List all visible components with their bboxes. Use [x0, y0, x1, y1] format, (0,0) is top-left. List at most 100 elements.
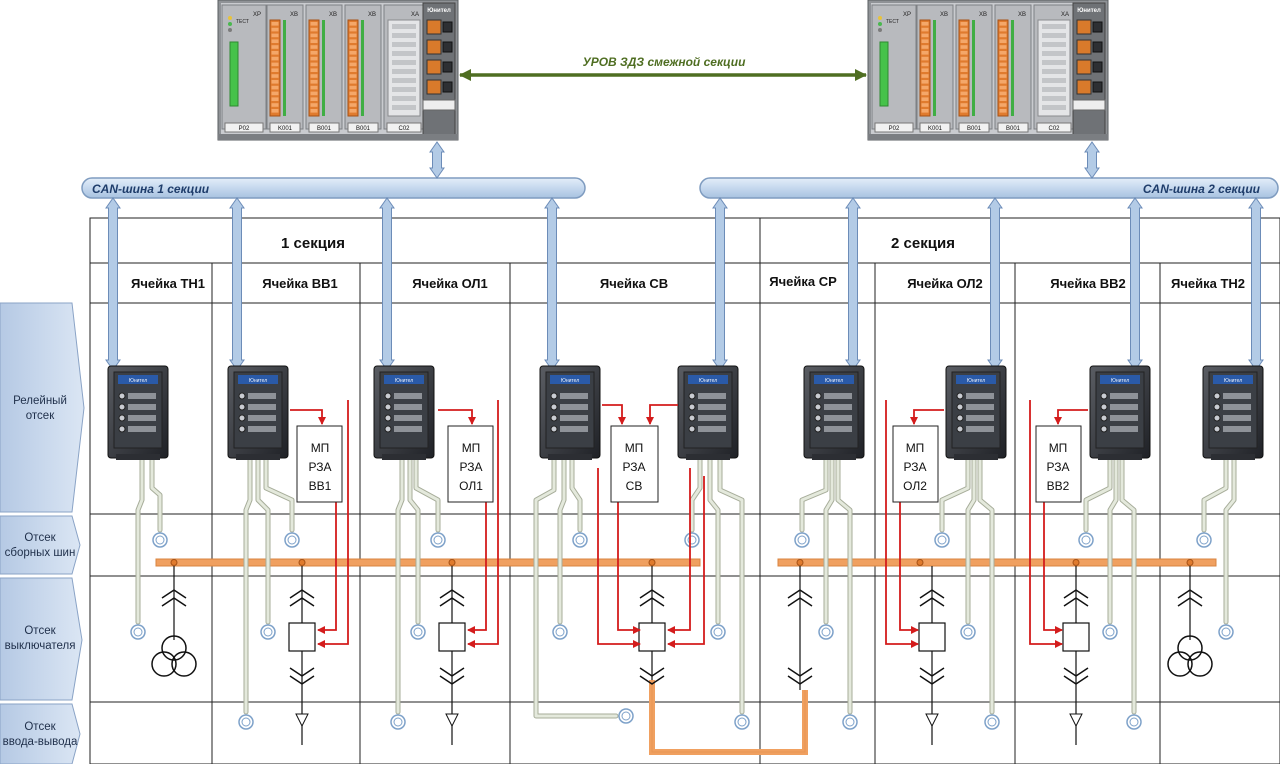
link-arrow: УРОВ ЗДЗ смежной секции	[459, 55, 867, 81]
rack-port	[442, 41, 453, 53]
busbar-tap	[648, 559, 656, 566]
current-transformer-inner	[937, 535, 947, 545]
bus-drop-arrow	[845, 197, 861, 371]
terminal-base	[236, 454, 280, 460]
drive-box-vv1: МП РЗА ВВ1	[296, 425, 343, 503]
terminal-display	[238, 375, 278, 384]
disconnector-chevron	[919, 589, 945, 599]
link-label: УРОВ ЗДЗ смежной секции	[583, 55, 747, 69]
terminal-button	[1213, 425, 1221, 433]
current-transformer-inner	[845, 717, 855, 727]
rack-led	[228, 16, 232, 20]
rack-terminal	[921, 97, 929, 101]
terminal-base	[548, 454, 592, 460]
rack-terminal	[921, 80, 929, 84]
rack-port	[442, 61, 453, 73]
current-transformer-inner	[555, 627, 565, 637]
svg-text:ВВ2: ВВ2	[1047, 479, 1070, 493]
terminal-label-plate	[966, 415, 994, 421]
rack-led-bar	[283, 20, 286, 116]
compartment-io-line2: ввода-вывода	[3, 736, 78, 748]
rack-terminal-strip	[308, 19, 320, 117]
rack-slot-label: XB	[940, 12, 948, 18]
rack-slot-plate	[997, 122, 1029, 133]
rack-xa-terminal	[1042, 69, 1066, 74]
terminal-label-plate	[966, 404, 994, 410]
rack-terminal	[999, 91, 1007, 96]
terminal-button	[118, 425, 126, 433]
rack-terminal-strip	[269, 19, 281, 117]
drive-boxes: МП РЗА ВВ1 МП РЗА ОЛ1 МП РЗА СВ МП РЗА О…	[296, 425, 1082, 503]
rack-terminal	[310, 80, 318, 84]
rack-slot-bottom-label: P02	[889, 126, 900, 132]
disconnector-chevron	[289, 675, 315, 685]
disconnector-chevron	[639, 667, 665, 677]
current-transformer	[1102, 624, 1118, 640]
rack-terminal-strip	[958, 19, 970, 117]
rack-slot-bottom-label: K001	[928, 126, 943, 132]
terminal-base	[382, 454, 426, 460]
bus-drop-arrow	[987, 197, 1003, 371]
terminal-button	[550, 425, 558, 433]
cable-core	[264, 456, 294, 532]
cable-core	[940, 456, 970, 532]
rack-terminal	[921, 85, 929, 90]
control-line	[617, 502, 641, 634]
rack-terminal	[349, 56, 357, 61]
rack-slot-plate	[1036, 122, 1072, 133]
rack-xa-terminal	[392, 33, 416, 38]
rack-terminal	[349, 74, 357, 78]
rack-slot-bottom-label: B001	[317, 126, 332, 132]
cable	[977, 455, 995, 715]
cable-core	[150, 456, 162, 532]
rack-terminal	[310, 85, 318, 90]
terminal-button	[384, 414, 392, 422]
rack-terminal	[310, 109, 318, 113]
terminal-button	[1100, 403, 1108, 411]
current-transformer	[572, 532, 588, 548]
rack-slot-plate	[224, 122, 264, 133]
cable-end	[295, 713, 309, 728]
terminal-label-plate	[560, 426, 588, 432]
rack-terminal	[271, 27, 279, 32]
terminal-brand: Юнител	[699, 378, 717, 384]
disconnector-chevron	[787, 589, 813, 599]
control-line	[667, 468, 691, 634]
rack-terminal	[960, 33, 968, 38]
rack-bus-links	[429, 141, 1100, 179]
rack-slot-plate	[874, 122, 914, 133]
disconnector-chevron	[161, 597, 187, 607]
cable-core	[414, 456, 440, 532]
current-transformer	[130, 624, 146, 640]
rack-terminal	[999, 22, 1007, 26]
current-transformer	[284, 532, 300, 548]
rack-plate	[1072, 99, 1106, 111]
rack-terminal	[960, 91, 968, 96]
terminal-label-plate	[1223, 393, 1251, 399]
rack-terminal	[921, 27, 929, 32]
rack-terminal	[271, 56, 279, 61]
rack-terminal	[960, 68, 968, 72]
relay-terminal: Юнител	[945, 365, 1007, 460]
terminal-label-plate	[1223, 426, 1251, 432]
rack-connector	[426, 39, 442, 55]
terminal-label-plate	[248, 393, 276, 399]
disconnector-chevron	[1063, 667, 1089, 677]
busbar-tap	[1072, 559, 1080, 566]
terminal-brand: Юнител	[395, 378, 413, 384]
terminal-label-plate	[128, 393, 156, 399]
relay-terminal: Юнител	[373, 365, 435, 460]
disconnector-chevron	[289, 589, 315, 599]
rack-terminal	[999, 56, 1007, 61]
current-transformer-inner	[413, 627, 423, 637]
terminal-label-plate	[1223, 415, 1251, 421]
cable-core	[978, 456, 994, 714]
rack-terminal-strip	[347, 19, 359, 117]
bus-drop-arrow	[229, 197, 245, 371]
rack-xa-terminal	[1042, 96, 1066, 101]
rack-terminal	[999, 51, 1007, 55]
sr-disconnector	[787, 566, 813, 690]
cable-core	[966, 456, 976, 624]
rack-led-bar	[972, 20, 975, 116]
